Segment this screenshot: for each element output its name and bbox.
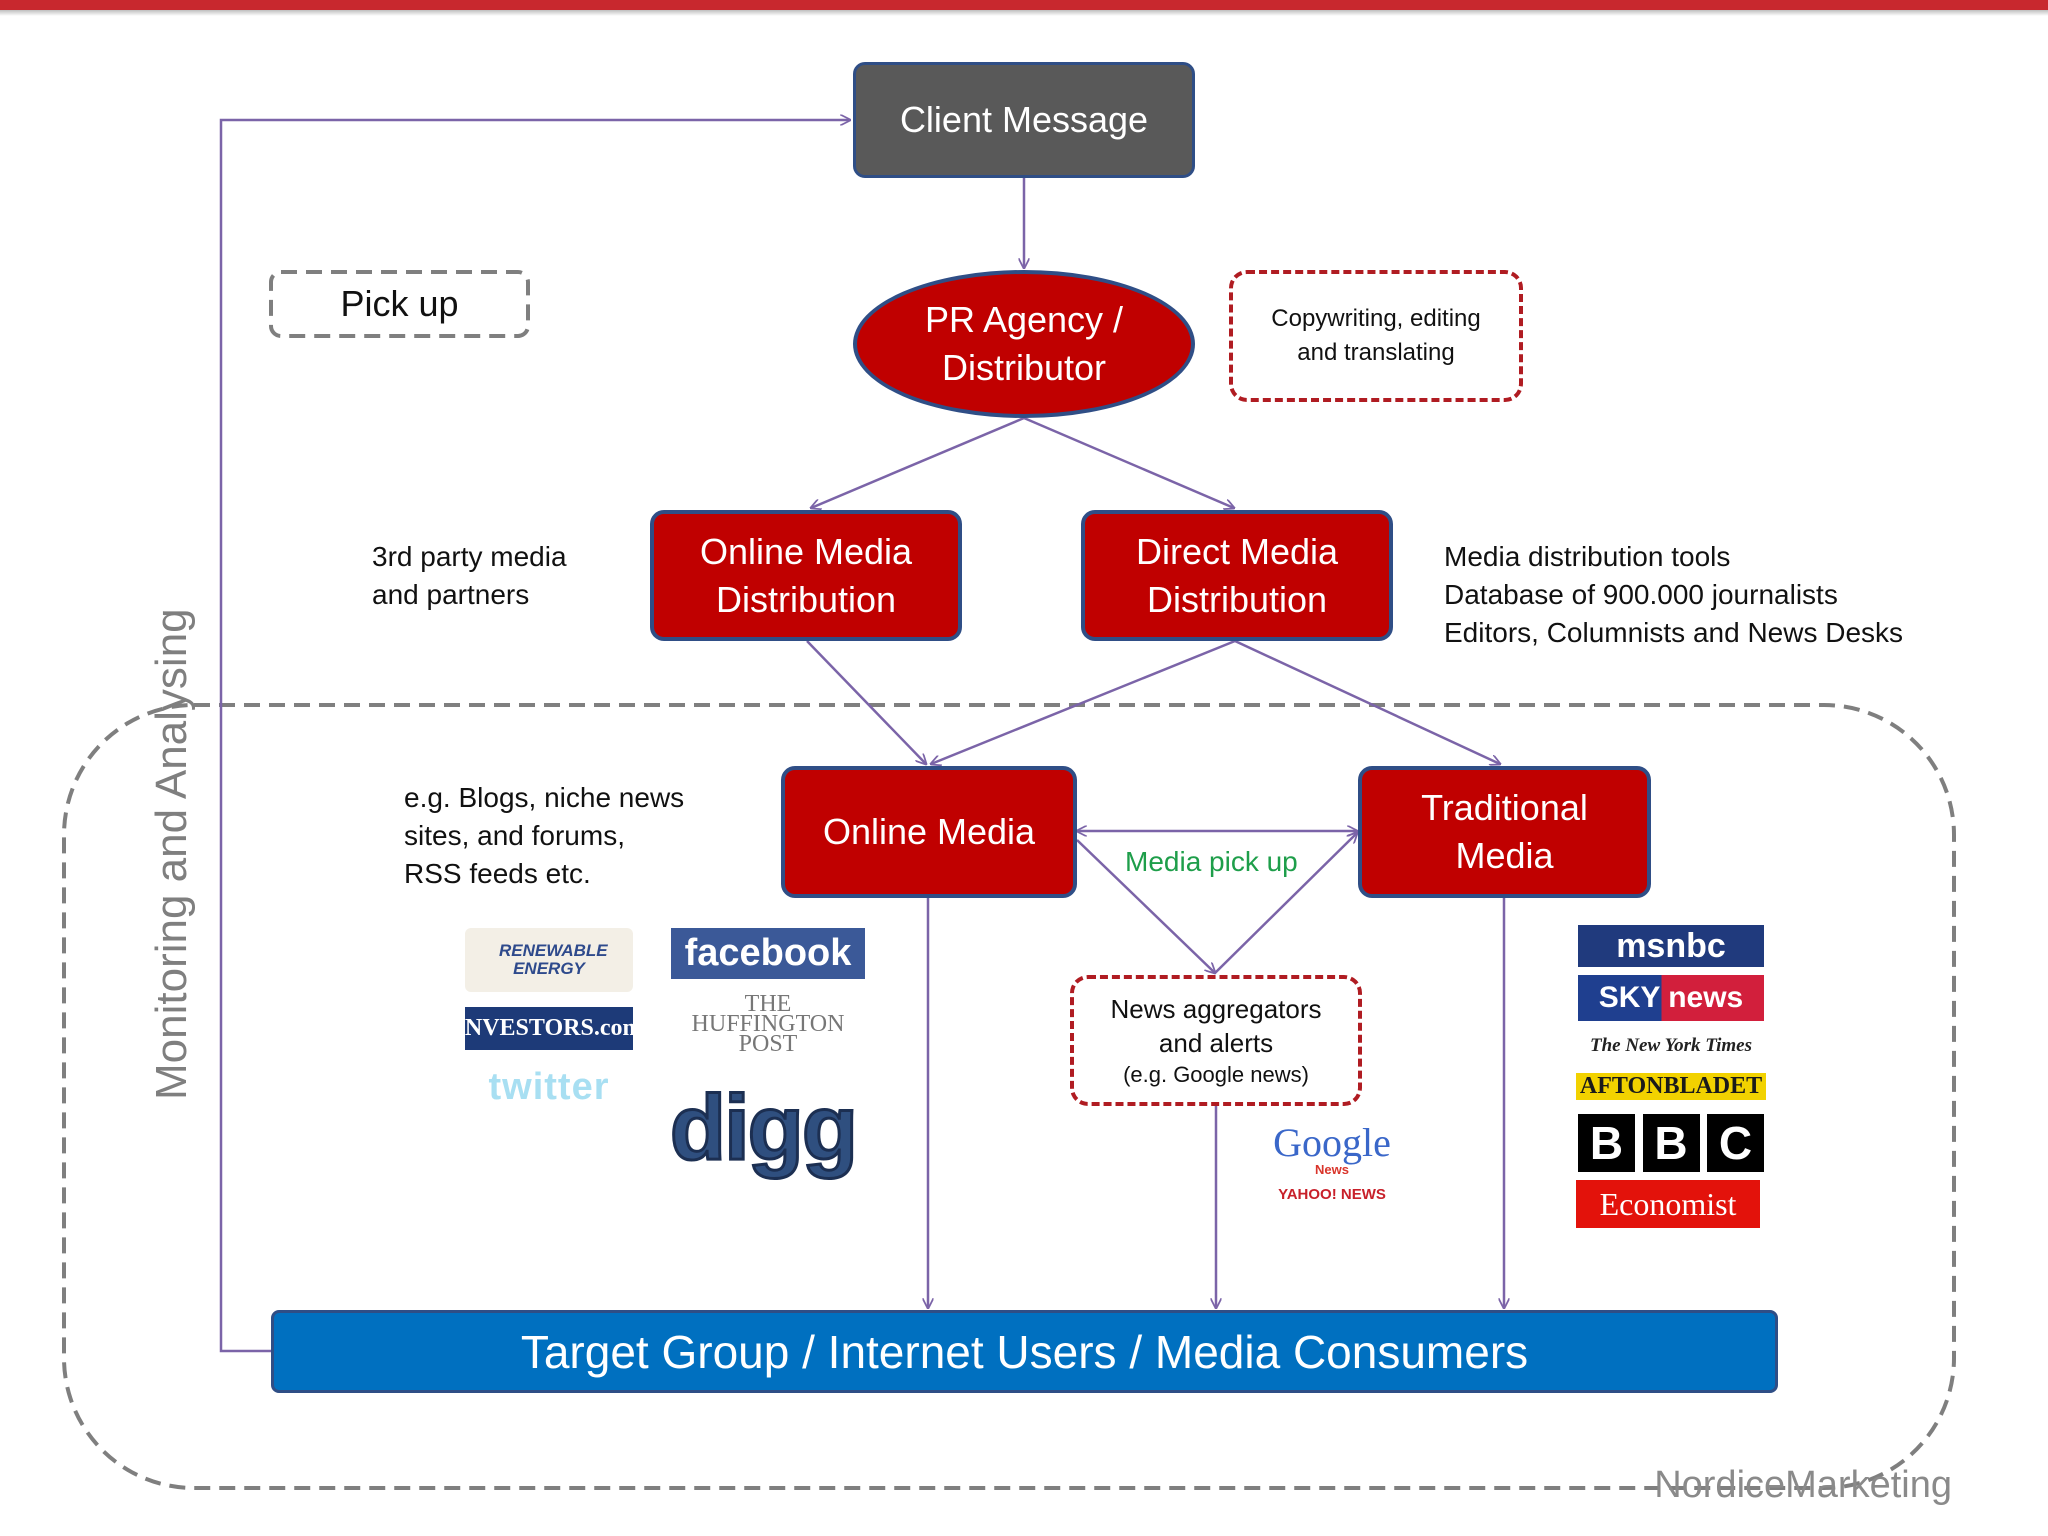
economist-logo: Economist xyxy=(1576,1180,1760,1228)
direct-media-distribution-node: Direct Media Distribution xyxy=(1081,510,1393,641)
google-logo-text: Google xyxy=(1273,1120,1391,1165)
facebook-logo: facebook xyxy=(671,928,865,979)
media-distribution-tools-note: Media distribution tools Database of 900… xyxy=(1444,541,1904,648)
economist-logo-text: Economist xyxy=(1599,1185,1737,1222)
arrow-direct-distribution-to-traditional-media xyxy=(1234,639,1500,764)
renewable-energy-logo-text: RENEWABLE ENERGY xyxy=(499,941,608,978)
arrow-pr-to-direct-distribution xyxy=(1023,416,1234,508)
sky-news-logo: SKY news xyxy=(1578,975,1764,1021)
twitter-logo: twitter xyxy=(465,1062,633,1112)
news-aggregators-box: News aggregators and alerts (e.g. Google… xyxy=(1070,975,1362,1106)
pick-up-legend-label: Pick up xyxy=(340,283,459,324)
news-aggregators-title: News aggregators and alerts xyxy=(1110,993,1322,1058)
yahoo-news-logo: YAHOO! NEWS xyxy=(1262,1182,1402,1206)
pick-up-legend-outline xyxy=(269,270,530,338)
investors-logo: INVESTORS.com xyxy=(456,1007,642,1050)
top-accent-shadow xyxy=(0,10,2048,16)
copywriting-service-box: Copywriting, editing and translating xyxy=(1229,270,1523,402)
arrow-aggregators-to-traditional-media xyxy=(1214,833,1357,974)
twitter-logo-text: twitter xyxy=(488,1065,610,1108)
arrow-direct-distribution-to-online-media xyxy=(931,639,1236,764)
online-media-node: Online Media xyxy=(781,766,1077,898)
arrow-feedback-loop xyxy=(219,120,850,1353)
huffington-post-logo-text: THE HUFFINGTON POST xyxy=(691,991,845,1057)
aftonbladet-logo-text: AFTONBLADET xyxy=(1575,1072,1767,1100)
blogs-note: e.g. Blogs, niche news sites, and forums… xyxy=(404,782,685,889)
digg-logo: digg xyxy=(668,1073,859,1183)
digg-logo-text: digg xyxy=(668,1076,859,1181)
watermark-text: NordiceMarketing xyxy=(1654,1463,1952,1506)
nordic-emarketing-watermark: NordiceMarketing xyxy=(1612,1462,1952,1508)
bbc-logo-letter-b2: B xyxy=(1642,1114,1700,1172)
target-group-bar: Target Group / Internet Users / Media Co… xyxy=(271,1310,1778,1393)
pr-agency-node: PR Agency / Distributor xyxy=(853,270,1195,418)
top-accent-bar xyxy=(0,0,2048,10)
huffington-post-logo: THE HUFFINGTON POST xyxy=(671,990,865,1058)
sky-news-logo-text: SKY news xyxy=(1598,981,1744,1014)
renewable-energy-logo: RENEWABLE ENERGY xyxy=(465,928,633,992)
bbc-logo-letter-b1: B xyxy=(1578,1114,1635,1172)
arrow-pr-to-online-distribution xyxy=(811,416,1025,508)
investors-logo-text: INVESTORS.com xyxy=(455,1015,643,1041)
news-aggregators-example: (e.g. Google news) xyxy=(1123,1061,1309,1087)
arrow-online-media-to-aggregators xyxy=(1076,839,1215,973)
msnbc-logo-text: msnbc xyxy=(1616,926,1726,965)
yahoo-news-logo-text: YAHOO! NEWS xyxy=(1278,1185,1386,1203)
third-party-note: 3rd party media and partners xyxy=(372,541,567,610)
nyt-logo: The New York Times xyxy=(1578,1030,1764,1062)
traditional-media-node: Traditional Media xyxy=(1358,766,1651,898)
aftonbladet-logo: AFTONBLADET xyxy=(1575,1070,1767,1102)
bbc-logo: B B C xyxy=(1578,1114,1764,1172)
media-pick-up-label: Media pick up xyxy=(1125,846,1298,877)
facebook-logo-text: facebook xyxy=(684,932,852,974)
msnbc-logo: msnbc xyxy=(1578,925,1764,967)
google-news-logo: Google News xyxy=(1262,1120,1402,1180)
monitoring-analysing-label: Monitoring and Analysing xyxy=(147,608,196,1100)
arrow-online-distribution-to-online-media xyxy=(806,640,926,764)
google-news-subtext: News xyxy=(1315,1162,1349,1177)
bbc-logo-letter-c: C xyxy=(1707,1114,1764,1172)
client-message-node: Client Message xyxy=(853,62,1195,178)
nyt-logo-text: The New York Times xyxy=(1589,1035,1753,1056)
online-media-distribution-node: Online Media Distribution xyxy=(650,510,962,641)
monitoring-region-outline xyxy=(62,703,1956,1490)
